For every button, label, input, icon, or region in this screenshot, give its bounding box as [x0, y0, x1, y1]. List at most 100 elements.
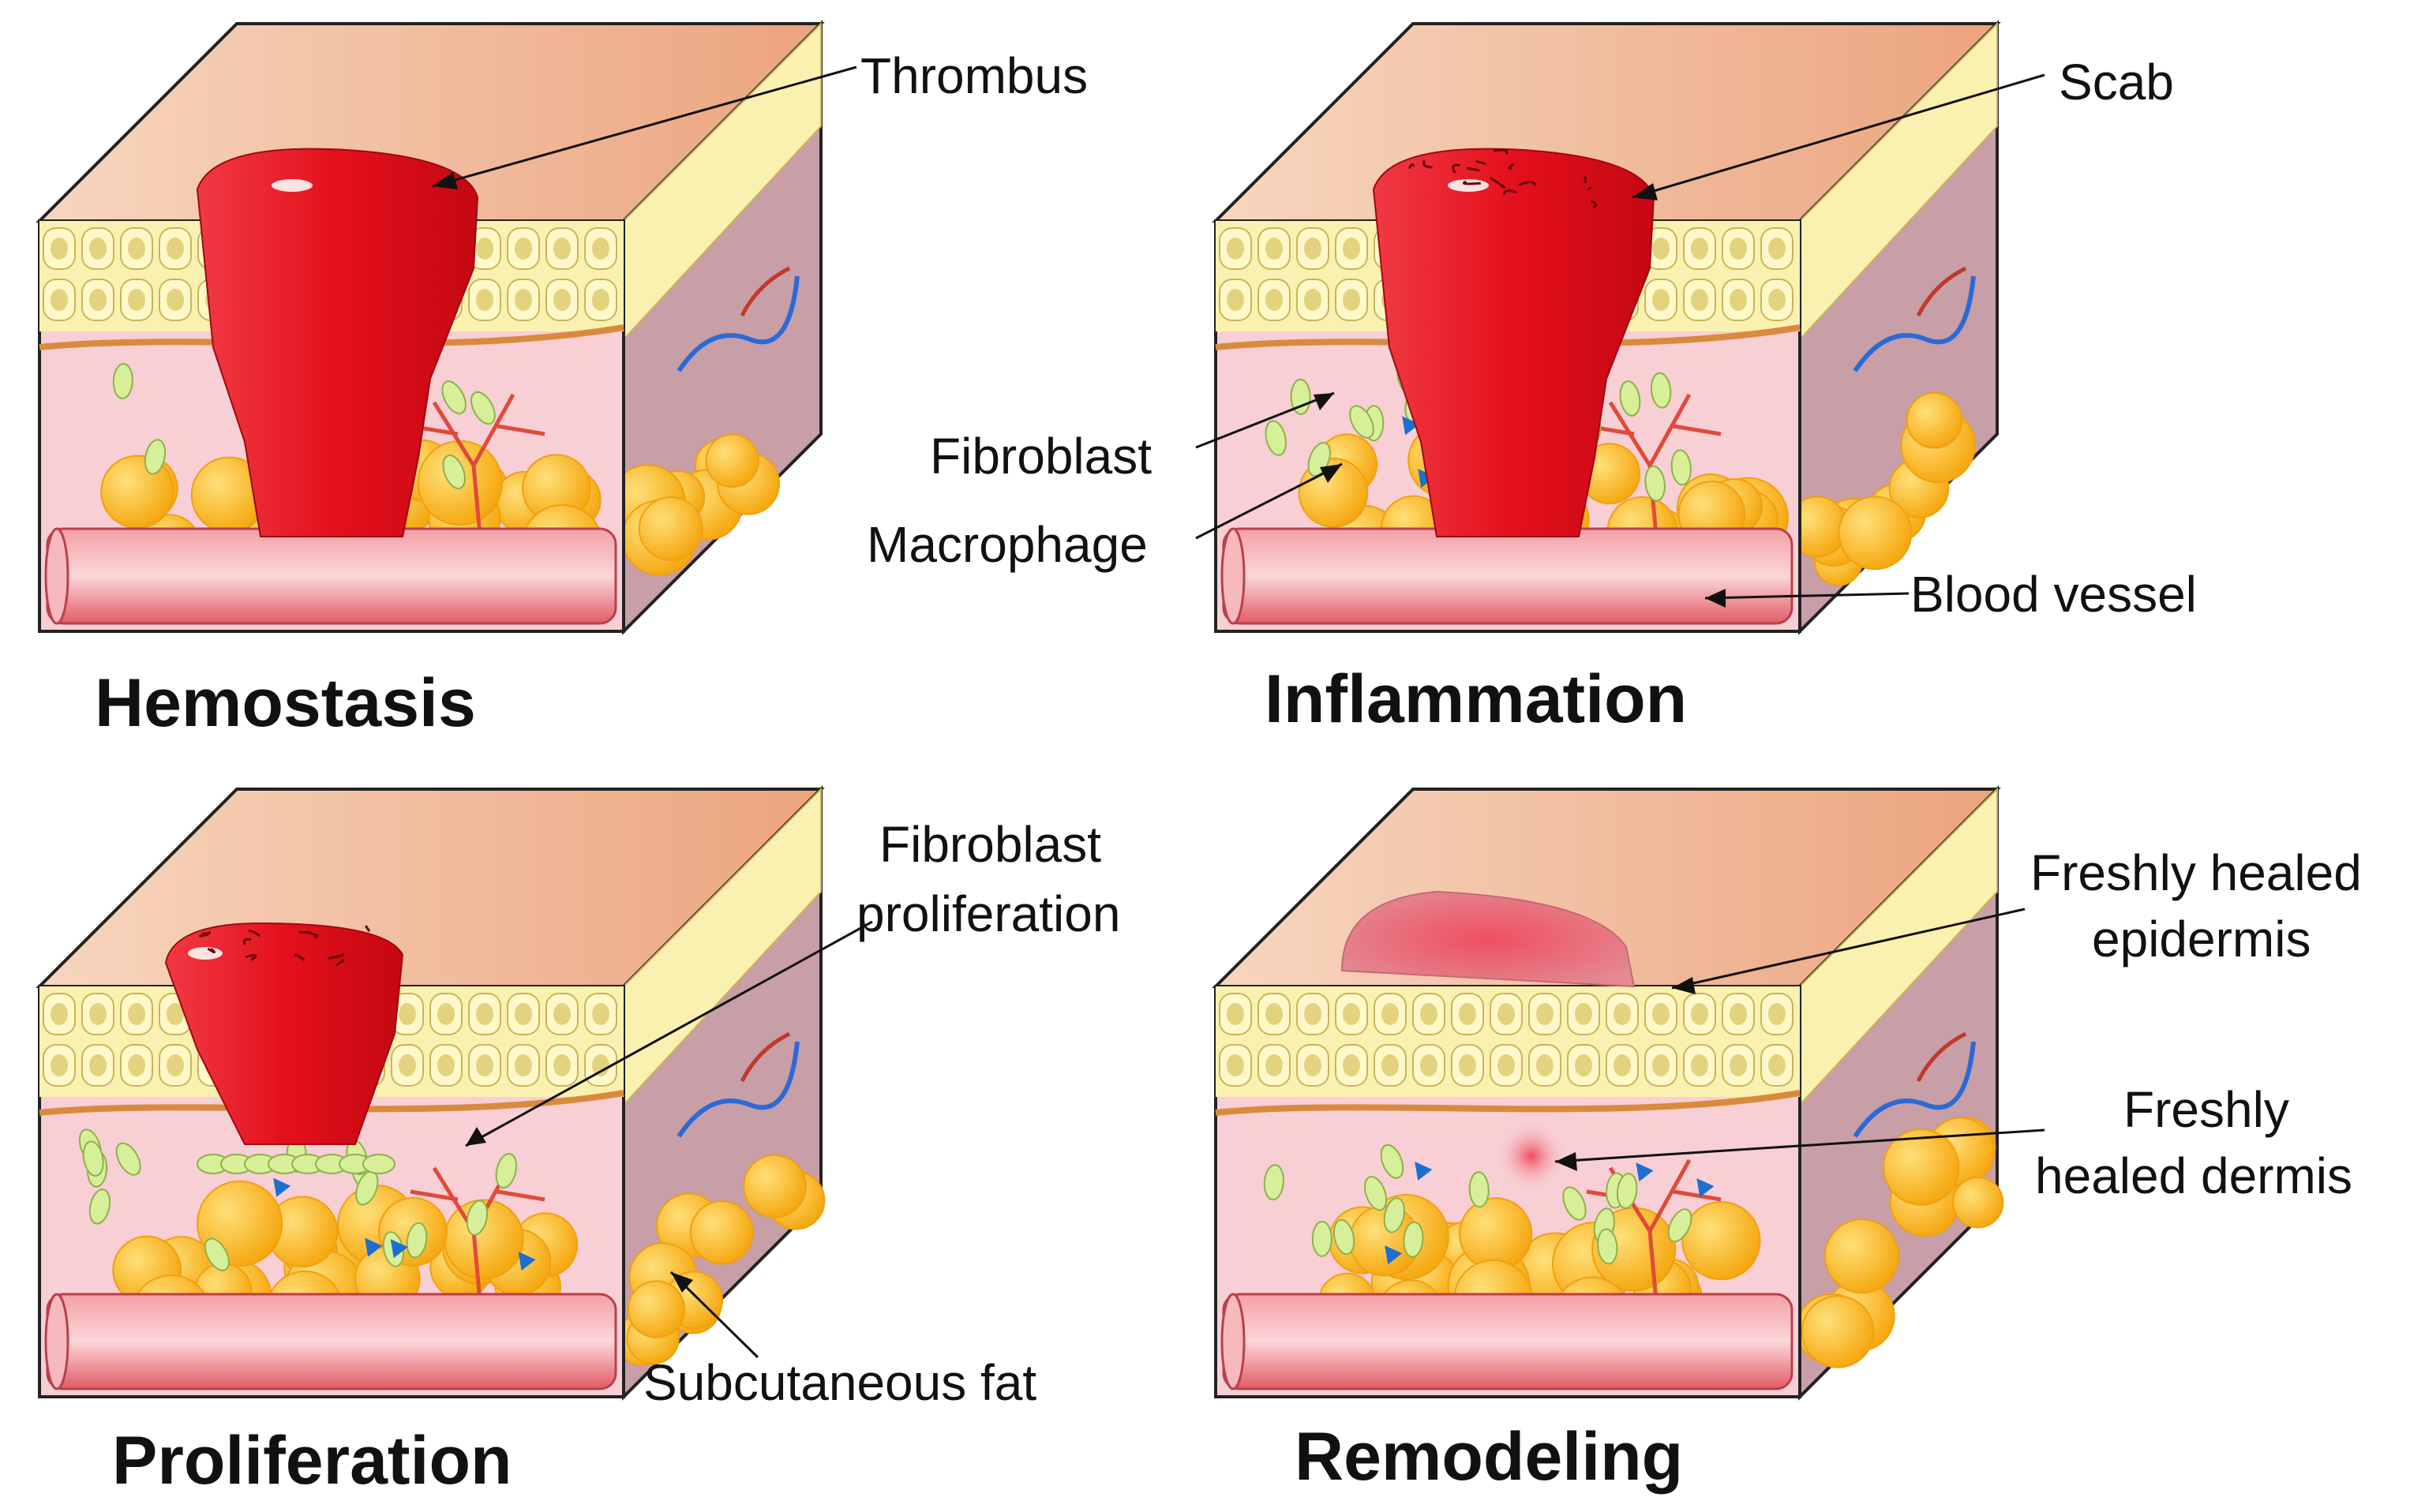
fibroblast-cell [1616, 1173, 1638, 1209]
cell-nucleus [167, 238, 184, 260]
cell-nucleus [51, 1003, 68, 1025]
cell-nucleus [592, 1054, 609, 1076]
cell-nucleus [1420, 1003, 1437, 1025]
cell-nucleus [515, 289, 532, 311]
cell-nucleus [1730, 289, 1747, 311]
fibroblast-cell [1619, 380, 1641, 417]
cell-nucleus [1652, 1054, 1670, 1076]
thrombus-arrow [432, 65, 857, 188]
cell-nucleus [1381, 1054, 1399, 1076]
macrophage-cell [1385, 1245, 1403, 1265]
fibroblast-arrowhead [1314, 393, 1334, 410]
cell-nucleus [1497, 1054, 1515, 1076]
panel-remodeling [1212, 785, 2004, 1401]
fibroblast-cell [82, 1140, 104, 1177]
fibroblast-cell [1311, 1220, 1332, 1257]
freshly-healed-epidermis-arrow [1671, 908, 2026, 990]
wound-highlight [188, 947, 223, 960]
cell-nucleus [128, 1003, 145, 1025]
cell-nucleus [1227, 1003, 1244, 1025]
freshly-healed-dermis-arrowhead [1555, 1152, 1577, 1171]
fibroblast-cell [204, 1237, 230, 1271]
cell-nucleus [89, 1003, 107, 1025]
side-fat-lobule [1838, 496, 1913, 571]
side-fat-lobule [1906, 391, 1963, 449]
vessel-end [1220, 1293, 1246, 1390]
cell-nucleus [51, 1054, 68, 1076]
cell-nucleus [1652, 289, 1670, 311]
side-fat-lobule [1883, 1128, 1960, 1206]
cell-nucleus [1652, 1003, 1670, 1025]
macrophage-cell [1636, 1162, 1654, 1182]
cell-nucleus [1343, 238, 1360, 260]
cell-nucleus [1304, 289, 1321, 311]
cell-nucleus [1420, 1054, 1437, 1076]
cell-nucleus [1227, 1054, 1244, 1076]
cell-nucleus [167, 289, 184, 311]
side-vein [1853, 1041, 1976, 1138]
cell-nucleus [1730, 238, 1747, 260]
side-fat-lobule [743, 1154, 807, 1218]
cell-nucleus [1730, 1054, 1747, 1076]
macrophage-cell [1402, 416, 1420, 436]
macrophage-arrowhead [1320, 464, 1342, 483]
label-freshly-healed-epidermis-line2: epidermis [2092, 911, 2311, 967]
cell-nucleus [437, 1003, 455, 1025]
macrophage-arrow [1195, 462, 1343, 540]
cell-nucleus [1691, 1003, 1708, 1025]
fibroblast-cell [144, 439, 167, 475]
healed-epidermis [1340, 890, 1636, 988]
fibroblast-cell [1650, 372, 1672, 409]
thrombus-arrowhead [433, 172, 458, 189]
side-fat-lobule [705, 433, 759, 488]
side-artery [740, 266, 791, 317]
fibroblast-cell [88, 1188, 111, 1225]
cell-nucleus [89, 289, 107, 311]
fat-lobule [1459, 1197, 1533, 1271]
cell-nucleus [476, 1003, 493, 1025]
title-proliferation: Proliferation [112, 1423, 512, 1499]
fibroblast-cell [1667, 1208, 1692, 1243]
title-hemostasis: Hemostasis [95, 665, 476, 741]
macrophage-cell [390, 1239, 408, 1259]
scab-arrowhead [1632, 183, 1658, 200]
cell-nucleus [399, 1054, 416, 1076]
cell-nucleus [89, 238, 107, 260]
side-fat-lobule [627, 1280, 686, 1338]
label-fibroblast-proliferation-line1: Fibroblast [879, 816, 1101, 873]
side-fat-lobule [1824, 1218, 1900, 1294]
title-inflammation: Inflammation [1265, 661, 1687, 737]
fibroblast-cell [1265, 420, 1287, 456]
cell-nucleus [167, 1054, 184, 1076]
cell-nucleus [89, 1054, 107, 1076]
blood-vessel [46, 527, 617, 625]
freshly-healed-epidermis-arrowhead [1672, 977, 1696, 994]
cell-nucleus [1343, 1003, 1360, 1025]
macrophage-cell [518, 1252, 536, 1271]
panel-hemostasis [36, 20, 825, 635]
cell-nucleus [515, 1003, 532, 1025]
macrophage-cell [1696, 1178, 1715, 1198]
label-fibroblast: Fibroblast [930, 428, 1152, 485]
fibroblast-cell [1349, 405, 1374, 439]
cell-nucleus [128, 238, 145, 260]
cell-nucleus [51, 289, 68, 311]
blood-vessel-arrow [1704, 592, 1910, 600]
side-fat-lobule [689, 1200, 754, 1265]
capillary-network [410, 393, 545, 553]
fibroblast-cell [1380, 1143, 1404, 1179]
fat-lobule [1681, 1201, 1761, 1281]
fibroblast-cell [1670, 449, 1692, 486]
label-freshly-healed-epidermis-line1: Freshly healed [2030, 844, 2362, 901]
macrophage-cell [273, 1177, 291, 1197]
cell-nucleus [1304, 1054, 1321, 1076]
blood-vessel-arrowhead [1705, 589, 1726, 608]
side-artery [740, 1031, 791, 1083]
side-artery [1916, 1031, 1967, 1083]
blood-vessel [1222, 527, 1793, 625]
scab-crust [1407, 148, 1598, 209]
side-vein [1853, 275, 1976, 372]
cell-nucleus [128, 289, 145, 311]
side-vein [677, 1041, 800, 1138]
